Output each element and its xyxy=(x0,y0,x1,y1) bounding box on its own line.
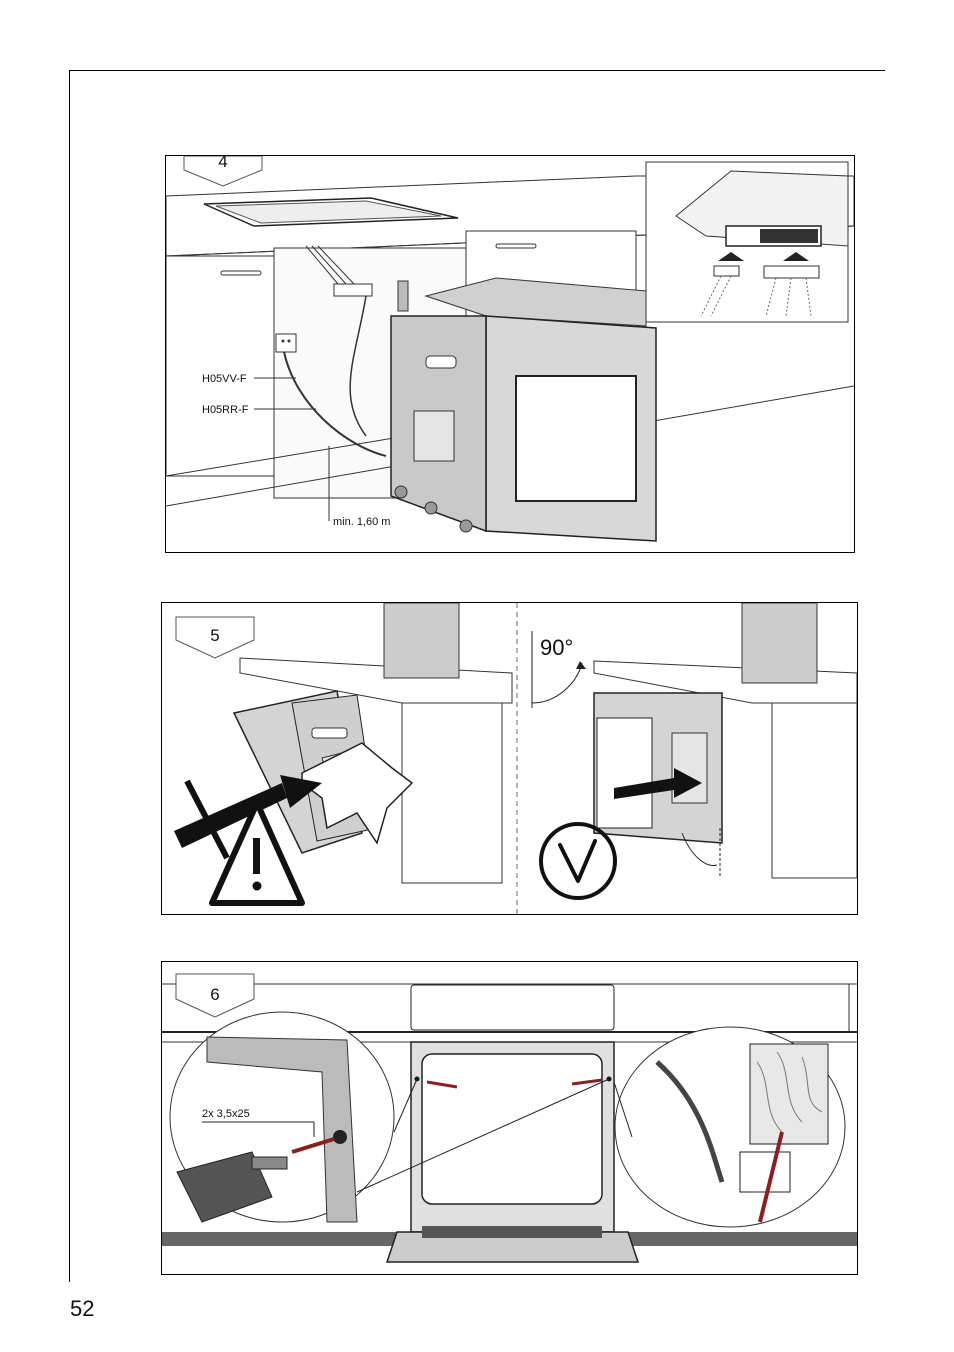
step-6-drawing: 6 2x 3,5x25 xyxy=(162,962,857,1274)
top-margin-rule xyxy=(69,70,885,71)
step-5-drawing: 5 90° xyxy=(162,603,857,914)
step-6-illustration: 6 2x 3,5x25 xyxy=(161,961,858,1275)
page-number: 52 xyxy=(70,1296,94,1322)
step-5-number: 5 xyxy=(210,626,219,645)
left-margin-rule xyxy=(69,70,70,1282)
cable-label-h05rr-f: H05RR-F xyxy=(202,404,249,416)
step-4-illustration: 4 H05VV-F H05RR-F min. 1,60 m xyxy=(165,155,855,553)
screw-spec-label: 2x 3,5x25 xyxy=(202,1108,250,1120)
cable-label-h05vv-f: H05VV-F xyxy=(202,373,247,385)
step-4-drawing: 4 H05VV-F H05RR-F min. 1,60 m xyxy=(166,156,854,552)
min-cable-length-label: min. 1,60 m xyxy=(333,516,390,528)
step-4-number: 4 xyxy=(218,156,227,171)
step-6-number: 6 xyxy=(210,985,219,1004)
step-5-illustration: 5 90° xyxy=(161,602,858,915)
angle-label: 90° xyxy=(540,635,573,660)
